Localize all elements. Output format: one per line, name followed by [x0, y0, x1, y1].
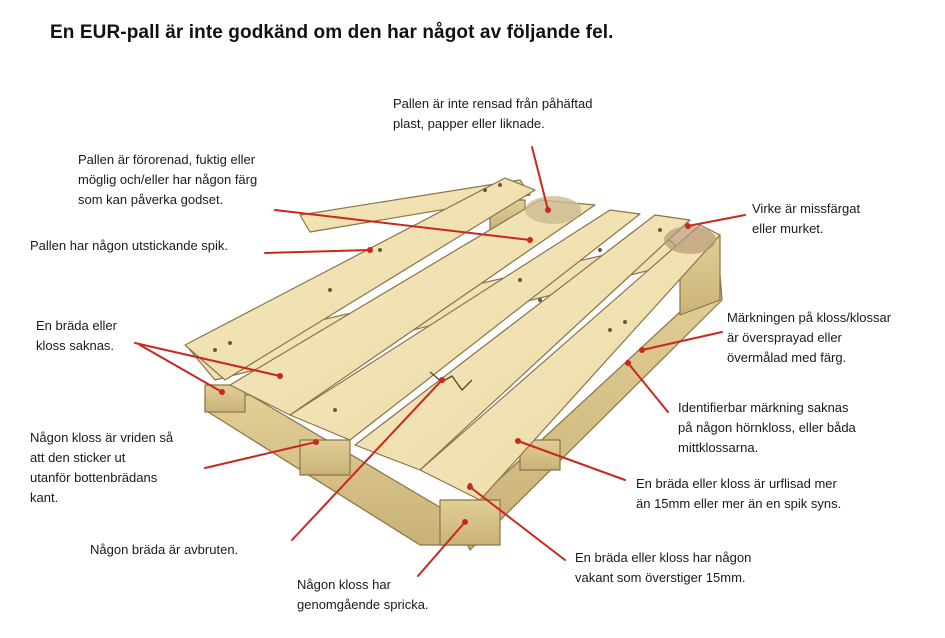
label-line: Märkningen på kloss/klossar [727, 310, 892, 325]
top-board-5 [419, 224, 721, 501]
label-fororenad: Pallen är förorenad, fuktig eller möglig… [78, 150, 257, 210]
label-line: Identifierbar märkning saknas [678, 400, 849, 415]
block-front-right [439, 499, 501, 546]
leader-fororenad [274, 209, 531, 241]
leader-identifierbar [627, 362, 669, 413]
pallet-illustration [184, 177, 723, 551]
label-line: genomgående spricka. [297, 597, 429, 612]
label-spricka: Någon kloss har genomgående spricka. [297, 575, 429, 615]
label-line: En bräda eller kloss är urflisad mer [636, 476, 837, 491]
leader-avbruten [291, 379, 443, 541]
label-identifierbar: Identifierbar märkning saknas på någon h… [678, 398, 856, 458]
label-line: som kan påverka godset. [78, 192, 224, 207]
label-markning-oversprayad: Märkningen på kloss/klossar är överspray… [727, 308, 891, 368]
label-vriden: Någon kloss är vriden så att den sticker… [30, 428, 173, 508]
label-line: Pallen har någon utstickande spik. [30, 238, 229, 253]
label-line: kloss saknas. [36, 338, 115, 353]
label-spik: Pallen har någon utstickande spik. [30, 236, 228, 256]
label-line: Pallen är förorenad, fuktig eller [78, 152, 256, 167]
label-line: Någon kloss är vriden så [30, 430, 174, 445]
stain-patch-back [525, 196, 581, 224]
label-line: eller murket. [752, 221, 824, 236]
label-line: att den sticker ut [30, 450, 126, 465]
stain-patch-corner [664, 226, 716, 254]
label-line: Någon bräda är avbruten. [90, 542, 239, 557]
leader-lines [134, 146, 746, 577]
label-line: En bräda eller [36, 318, 117, 333]
page-title: En EUR-pall är inte godkänd om den har n… [50, 22, 614, 43]
label-line: kant. [30, 490, 59, 505]
top-board-4 [354, 214, 691, 471]
label-line: Pallen är inte rensad från påhäftad [393, 96, 593, 111]
label-avbruten: Någon bräda är avbruten. [90, 540, 238, 560]
leader-urflisad [517, 440, 626, 481]
top-board-1 [184, 177, 536, 381]
leader-spik [264, 249, 371, 254]
label-line: En bräda eller kloss har någon [575, 550, 752, 565]
label-line: vakant som överstiger 15mm. [575, 570, 746, 585]
label-missfargat: Virke är missfärgat eller murket. [752, 199, 860, 239]
broken-board-splinters [429, 371, 473, 391]
leader-plast [531, 146, 549, 211]
leader-markning [641, 331, 723, 351]
nail-dots [213, 183, 662, 487]
label-line: är översprayad eller [727, 330, 842, 345]
top-board-2 [229, 199, 596, 416]
label-line: Någon kloss har [297, 577, 391, 592]
label-line: Virke är missfärgat [752, 201, 861, 216]
block-front-mid [299, 439, 351, 476]
label-vakant: En bräda eller kloss har någon vakant so… [575, 548, 751, 588]
leader-saknas-a [134, 342, 281, 377]
block-right-mid [519, 439, 561, 471]
label-urflisad: En bräda eller kloss är urflisad mer än … [636, 474, 841, 514]
label-saknas: En bräda eller kloss saknas. [36, 316, 117, 356]
leader-spricka [417, 521, 466, 577]
label-plast: Pallen är inte rensad från påhäftad plas… [393, 94, 592, 134]
label-line: mittklossarna. [678, 440, 759, 455]
label-line: möglig och/eller har någon färg [78, 172, 258, 187]
leader-vriden [204, 441, 317, 469]
leader-saknas-b [139, 344, 223, 393]
label-line: på någon hörnkloss, eller båda [678, 420, 856, 435]
label-line: plast, papper eller liknade. [393, 116, 545, 131]
leader-missfargat [687, 214, 746, 227]
leader-vakant [469, 486, 566, 561]
label-line: utanför bottenbrädans [30, 470, 158, 485]
label-line: än 15mm eller mer än en spik syns. [636, 496, 842, 511]
leader-end-dots [219, 207, 691, 525]
top-board-3 [289, 209, 641, 441]
label-line: övermålad med färg. [727, 350, 847, 365]
